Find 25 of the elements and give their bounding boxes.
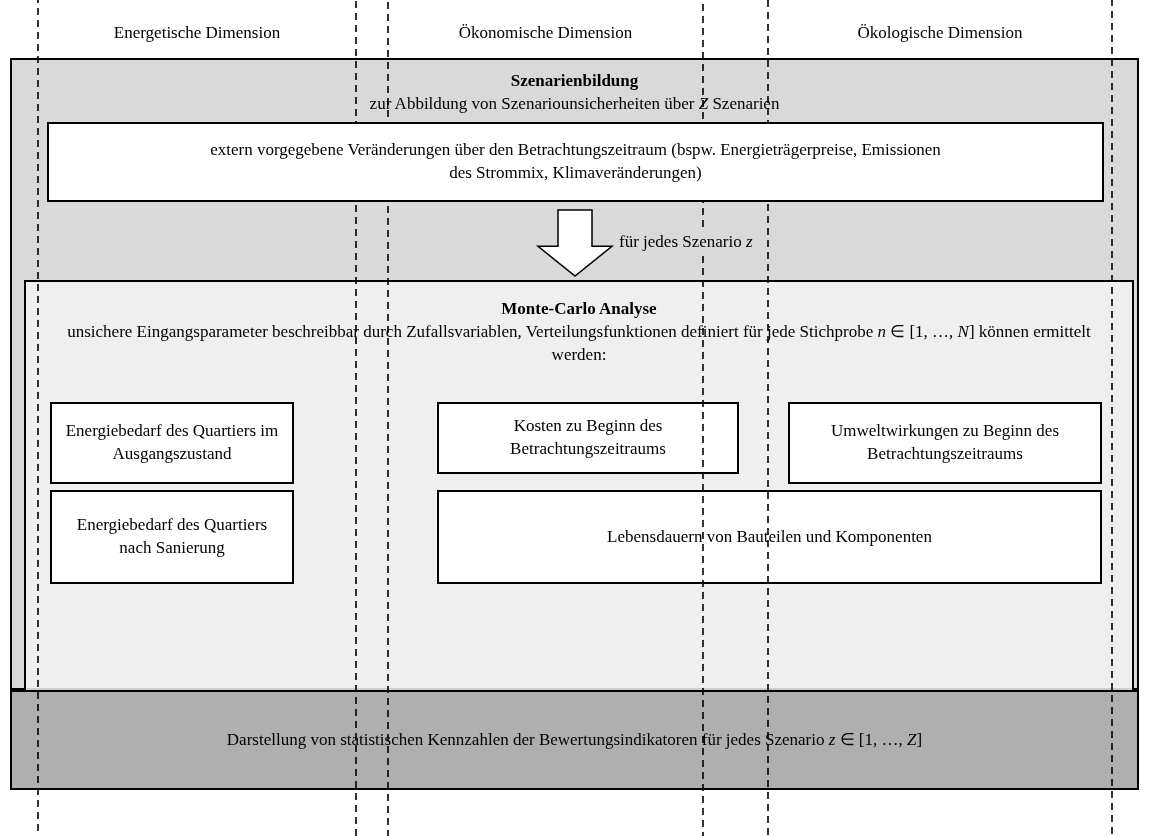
text-box — [788, 402, 1102, 484]
box-text: extern vorgegebene Veränderungen über den Betrachtungszeitraum (bspw. Energieträgerpreise, Emissionen des Strommix, Klimaveränderungen) — [209, 139, 942, 184]
box-text: Energiebedarf des Quartiers nach Sanierung — [75, 514, 269, 559]
box-text: Kosten zu Beginn des Betrachtungszeitraums — [509, 415, 667, 460]
box-text: Energiebedarf des Quartiers im Ausgangszustand — [64, 420, 280, 465]
column-heading: Ökologische Dimension — [856, 22, 1024, 44]
text-box — [437, 490, 1102, 584]
analysis-panel — [24, 280, 1134, 692]
edge-label: für jedes Szenario z — [619, 231, 753, 254]
box-text: unsichere Eingangsparameter beschreibbar durch Zufallsvariablen, Verteilungsfunktionen definiert für jede Stichprobe n ∈ [1, …, N] können ermittelt werden: — [66, 320, 1092, 366]
text-box — [47, 122, 1104, 202]
box-text: Darstellung von statistischen Kennzahlen der Bewertungsindikatoren für jedes Szenario z ∈ [1, …, Z] — [226, 728, 923, 751]
box-text: Lebensdauern von Bauteilen und Komponenten — [607, 525, 932, 548]
box-text: zur Abbildung von Szenariounsicherheiten über Z Szenarien — [369, 92, 780, 115]
result-band — [10, 690, 1139, 790]
panel-heading: Szenarienbildung — [510, 70, 639, 92]
column-heading: Ökonomische Dimension — [457, 22, 634, 44]
text-box — [50, 402, 294, 484]
scenario-panel — [10, 58, 1139, 690]
text-box — [50, 490, 294, 584]
box-text: Umweltwirkungen zu Beginn des Betrachtungszeitraums — [829, 420, 1060, 465]
block-arrow — [535, 209, 615, 277]
panel-heading: Monte-Carlo Analyse — [501, 298, 657, 320]
text-box — [437, 402, 739, 474]
column-heading: Energetische Dimension — [112, 22, 282, 44]
